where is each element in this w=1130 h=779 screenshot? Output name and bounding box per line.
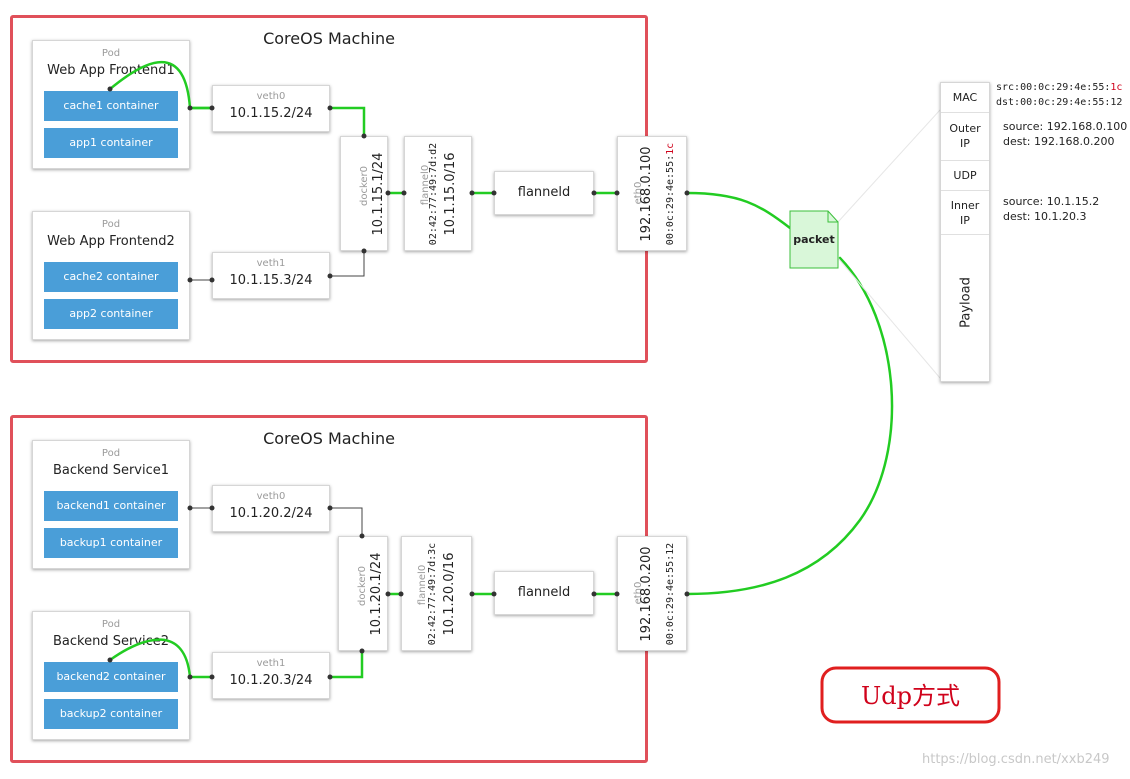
veth0-ip: 10.1.15.2/24 [229, 106, 313, 121]
watermark: https://blog.csdn.net/xxb249 [922, 752, 1110, 767]
pod-web-app-frontend2: Pod Web App Frontend2 cache2 container a… [32, 211, 190, 340]
packet-detail-guides [837, 109, 941, 379]
link-packet-machine2 [685, 256, 894, 596]
pod-name: Web App Frontend2 [47, 234, 175, 249]
inner-source: source: 10.1.15.2 [1003, 195, 1100, 208]
packet-structure: MAC Outer IP UDP Inner IP Payload [940, 82, 990, 382]
veth1-label: veth1 [256, 258, 286, 269]
veth1-label: veth1 [256, 658, 286, 669]
outer-dest: dest: 192.168.0.200 [1003, 135, 1115, 148]
link-veth1-docker0 [329, 250, 365, 277]
flanneld-label: flanneld [517, 585, 571, 600]
pod-label: Pod [101, 48, 121, 59]
cache1-container: cache1 container [44, 91, 178, 121]
packet-shape [789, 210, 839, 269]
backend1-container: backend1 container [44, 491, 178, 521]
veth0-interface: veth0 10.1.20.2/24 [212, 485, 330, 532]
veth0-ip: 10.1.20.2/24 [229, 506, 313, 521]
eth0-interface-2: eth0 192.168.0.200 00:0c:29:4e:55:12 [617, 536, 687, 651]
pod-label: Pod [101, 448, 121, 459]
veth0-label: veth0 [256, 491, 286, 502]
link-backend2-veth1 [108, 638, 214, 679]
machine-1-title: CoreOS Machine [263, 29, 395, 48]
pod-name: Backend Service2 [52, 634, 170, 649]
pod-backend-service1: Pod Backend Service1 backend1 container … [32, 440, 190, 569]
mac-src: src:00:0c:29:4e:55:1c [996, 82, 1123, 93]
pod-backend-service2: Pod Backend Service2 backend2 container … [32, 611, 190, 740]
udp-mode-annotation: Udp方式 [861, 682, 960, 710]
inner-dest: dest: 10.1.20.3 [1003, 210, 1087, 223]
cache2-container: cache2 container [44, 262, 178, 292]
docker0-bridge: docker0 10.1.20.1/24 [338, 536, 388, 651]
machine2-links [108, 507, 619, 679]
pod-name: Backend Service1 [52, 463, 170, 478]
backup1-container: backup1 container [44, 528, 178, 558]
link-eth0-packet [685, 191, 792, 230]
flannel0-interface: flannel0 02:42:77:49:7d:d2 10.1.15.0/16 [404, 136, 472, 251]
mac-dst: dst:00:0c:29:4e:55:12 [996, 97, 1123, 108]
outer-source: source: 192.168.0.100 [1003, 120, 1128, 133]
veth1-interface: veth1 10.1.15.3/24 [212, 252, 330, 299]
segment-payload: Payload [958, 277, 974, 328]
veth1-ip: 10.1.15.3/24 [229, 273, 313, 288]
backend2-container: backend2 container [44, 662, 178, 692]
annotation-box [820, 666, 1001, 724]
segment-udp: UDP [941, 161, 989, 191]
machine-2-title: CoreOS Machine [263, 429, 395, 448]
app2-container: app2 container [44, 299, 178, 329]
veth1-ip: 10.1.20.3/24 [229, 673, 313, 688]
eth0-interface-1: eth0 192.168.0.100 00:0c:29:4e:55:1c [617, 136, 687, 251]
flanneld-daemon: flanneld [494, 571, 594, 615]
flanneld-label: flanneld [517, 185, 571, 200]
packet-fold [827, 211, 838, 223]
connector-dots [107, 86, 690, 680]
app1-container: app1 container [44, 128, 178, 158]
link-veth0-docker0 [329, 507, 363, 537]
backup2-container: backup2 container [44, 699, 178, 729]
veth1-interface: veth1 10.1.20.3/24 [212, 652, 330, 699]
link-cache1-veth0 [108, 61, 214, 110]
veth0-label: veth0 [256, 91, 286, 102]
link-veth1-docker0 [328, 649, 364, 679]
segment-outer-ip: Outer IP [941, 113, 989, 161]
pod-label: Pod [101, 619, 121, 630]
flanneld-daemon: flanneld [494, 171, 594, 215]
segment-inner-ip: Inner IP [941, 191, 989, 235]
machine1-links [108, 61, 894, 596]
flannel0-interface: flannel0 02:42:77:49:7d:3c 10.1.20.0/16 [401, 536, 472, 651]
packet-label: packet [793, 233, 835, 246]
segment-mac: MAC [941, 83, 989, 113]
link-veth0-docker0 [328, 106, 366, 138]
pod-label: Pod [101, 219, 121, 230]
